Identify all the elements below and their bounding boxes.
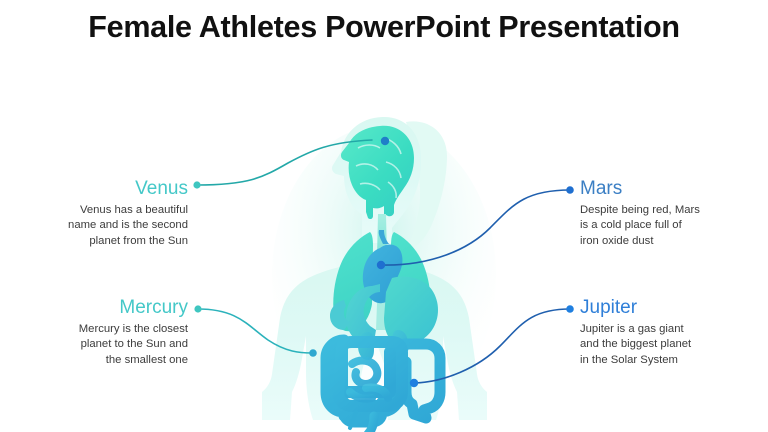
- trachea-shape: [374, 214, 390, 282]
- connector-endpoint-abdomen: [309, 349, 317, 357]
- connector-endpoint-brain: [380, 136, 390, 146]
- esophagus-shape: [376, 278, 390, 330]
- connector-dot-mars: [566, 186, 574, 194]
- stomach-shape: [346, 284, 380, 345]
- callout-body-mercury: Mercury is the closest planet to the Sun…: [78, 323, 188, 366]
- callout-mars[interactable]: Mars Despite being red, Mars is a cold p…: [580, 178, 748, 249]
- connector-dot-venus: [193, 181, 201, 189]
- callout-title-venus: Venus: [135, 178, 188, 199]
- aorta-shape: [378, 230, 389, 244]
- connector-endpoint-heart: [376, 260, 386, 270]
- callout-title-mercury: Mercury: [119, 297, 188, 318]
- rectum-shape: [363, 411, 379, 432]
- lung-left-shape: [333, 232, 373, 332]
- connector-endpoint-intestines: [409, 378, 419, 388]
- liver-shape: [384, 276, 438, 346]
- callout-body-mars: Despite being red, Mars is a cold place …: [580, 204, 700, 247]
- kidney-left-shape: [358, 332, 374, 360]
- large-intestine-shape: [320, 334, 446, 428]
- connector-dot-mercury: [194, 305, 202, 313]
- kidney-right-shape: [392, 330, 408, 358]
- callout-body-jupiter: Jupiter is a gas giant and the biggest p…: [580, 323, 692, 366]
- callout-connectors: [193, 136, 574, 388]
- ascending-colon-shape: [332, 336, 408, 412]
- appendix-shape: [348, 410, 358, 430]
- callout-body-venus: Venus has a beautiful name and is the se…: [68, 204, 188, 247]
- callout-jupiter[interactable]: Jupiter Jupiter is a gas giant and the b…: [580, 297, 748, 368]
- brain-folds: [355, 137, 402, 199]
- ponytail-shape: [406, 121, 447, 250]
- callout-title-jupiter: Jupiter: [580, 297, 638, 318]
- body-silhouette-group: [262, 117, 496, 432]
- colon-frame-shape: [336, 342, 396, 398]
- connector-venus: [196, 139, 373, 186]
- connector-jupiter: [414, 308, 571, 384]
- torso-shape: [262, 262, 487, 420]
- brain-shape: [340, 125, 414, 220]
- callout-mercury[interactable]: Mercury Mercury is the closest planet to…: [20, 297, 188, 368]
- head-shape: [332, 117, 422, 256]
- connector-mercury: [197, 308, 313, 354]
- neck-shape: [364, 243, 399, 272]
- heart-shape: [362, 244, 403, 304]
- connector-dot-jupiter: [566, 305, 574, 313]
- small-intestine-shape: [346, 356, 392, 403]
- lung-right-shape: [391, 232, 431, 332]
- callout-venus[interactable]: Venus Venus has a beautiful name and is …: [20, 178, 188, 249]
- page-title: Female Athletes PowerPoint Presentation: [88, 9, 680, 44]
- pancreas-shape: [330, 300, 350, 330]
- connector-mars: [381, 189, 571, 266]
- callout-title-mars: Mars: [580, 178, 623, 199]
